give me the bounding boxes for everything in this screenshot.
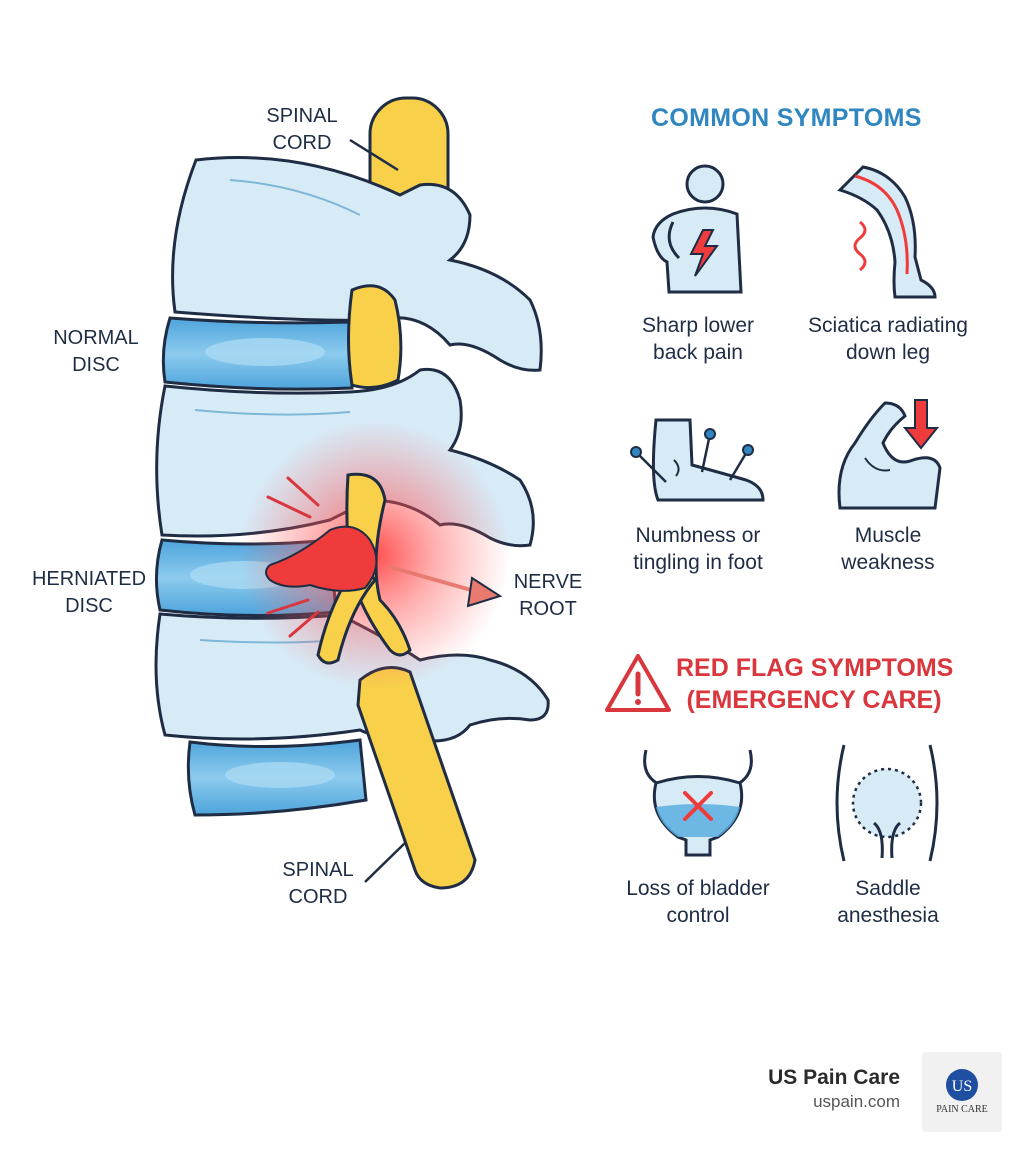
caption-line: Saddle — [855, 877, 921, 900]
heading-line: RED FLAG SYMPTOMS — [676, 654, 954, 682]
muscle-weakness-icon — [837, 399, 942, 510]
leader-lines — [349, 138, 406, 883]
caption-lower-back-pain: Sharp lower back pain — [598, 312, 798, 366]
label-line: NERVE — [513, 571, 583, 593]
caption-line: Numbness or — [635, 524, 761, 547]
label-line: DISC — [65, 595, 113, 617]
logo-circle-icon: US PAIN CARE — [936, 1069, 988, 1115]
heading-line: (EMERGENCY CARE) — [686, 686, 942, 714]
caption-line: Muscle — [854, 524, 922, 547]
brand-url: uspain.com — [813, 1092, 900, 1111]
foot-numbness-icon — [630, 418, 765, 502]
logo-text: PAIN CARE — [936, 1104, 988, 1115]
red-flag-heading: RED FLAG SYMPTOMS (EMERGENCY CARE) — [676, 652, 954, 716]
label-line: SPINAL — [282, 859, 354, 881]
leg-sciatica-icon — [837, 165, 937, 299]
brand-name: US Pain Care — [768, 1066, 900, 1089]
label-line: CORD — [272, 132, 332, 154]
caption-line: back pain — [653, 341, 743, 364]
label-spinal-cord-bottom: SPINAL CORD — [266, 857, 370, 911]
spinal-cord-segment — [347, 284, 403, 390]
saddle-area-icon — [835, 744, 939, 862]
common-symptoms-heading: COMMON SYMPTOMS — [651, 104, 922, 132]
label-line: HERNIATED — [31, 568, 147, 590]
spine-illustration — [154, 96, 550, 890]
label-line: NORMAL — [53, 327, 139, 349]
brand-logo: US PAIN CARE — [922, 1052, 1002, 1132]
label-herniated-disc: HERNIATED DISC — [22, 566, 156, 620]
label-spinal-cord-top: SPINAL CORD — [250, 103, 354, 157]
label-nerve-root: NERVE ROOT — [503, 569, 593, 623]
caption-line: weakness — [841, 551, 935, 574]
caption-line: Sharp lower — [641, 314, 755, 337]
nerve-root-arrow — [389, 565, 503, 608]
caption-line: anesthesia — [837, 904, 939, 927]
caption-line: control — [666, 904, 730, 927]
bottom-disc — [186, 738, 368, 817]
pain-burst-lines — [266, 476, 320, 638]
caption-line: tingling in foot — [633, 551, 763, 574]
herniation-bulge — [265, 525, 378, 592]
label-line: DISC — [72, 354, 120, 376]
normal-disc — [161, 316, 354, 391]
caption-line: Loss of bladder — [626, 877, 770, 900]
label-line: SPINAL — [266, 105, 338, 127]
caption-sciatica: Sciatica radiating down leg — [788, 312, 988, 366]
label-line: CORD — [288, 886, 348, 908]
caption-bladder: Loss of bladder control — [598, 875, 798, 929]
lower-back-pain-icon — [651, 164, 743, 294]
caption-saddle: Saddle anesthesia — [788, 875, 988, 929]
caption-foot-numbness: Numbness or tingling in foot — [598, 522, 798, 576]
vertebra-top — [171, 156, 543, 372]
label-normal-disc: NORMAL DISC — [40, 325, 152, 379]
caption-muscle-weakness: Muscle weakness — [788, 522, 988, 576]
logo-letters: US — [952, 1078, 972, 1095]
caption-line: Sciatica radiating — [808, 314, 968, 337]
bladder-icon — [643, 749, 753, 857]
caption-line: down leg — [845, 341, 931, 364]
warning-triangle-icon — [605, 654, 671, 712]
label-line: ROOT — [519, 598, 577, 620]
